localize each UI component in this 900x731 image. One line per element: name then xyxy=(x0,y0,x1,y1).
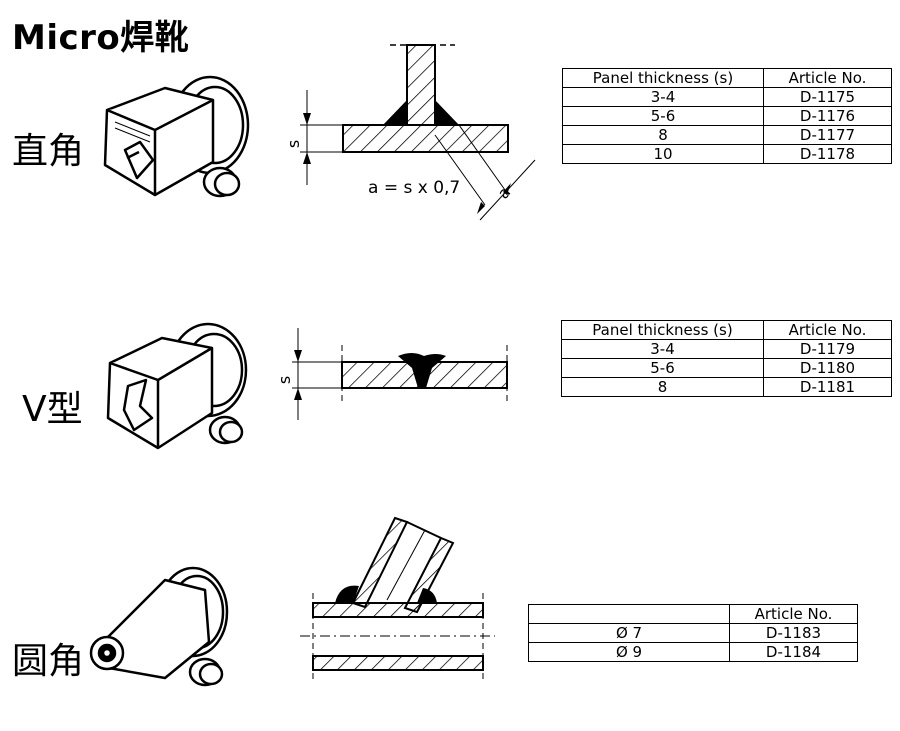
col-header-article-no: Article No. xyxy=(729,604,858,624)
section-label-right-angle: 直角 xyxy=(12,131,85,172)
cell-article: D-1176 xyxy=(763,106,892,126)
table-header-row: Panel thickness (s) Article No. xyxy=(561,320,892,340)
cell-thickness: 8 xyxy=(562,125,764,145)
cell-diameter: Ø 9 xyxy=(528,642,730,662)
right-angle-shoe-illustration xyxy=(103,75,250,198)
round-table: Article No. Ø 7 D-1183 Ø 9 D-1184 xyxy=(528,604,858,662)
table-row: 3-4 D-1179 xyxy=(561,339,892,359)
cell-article: D-1183 xyxy=(729,623,858,643)
cell-thickness: 3-4 xyxy=(562,87,764,107)
table-row: 8 D-1181 xyxy=(561,377,892,397)
col-header-panel-thickness: Panel thickness (s) xyxy=(562,68,764,88)
section-label-v-type: V型 xyxy=(22,389,83,430)
round-shoe-illustration xyxy=(89,566,229,687)
cell-article: D-1181 xyxy=(763,377,892,397)
v-type-table: Panel thickness (s) Article No. 3-4 D-11… xyxy=(561,320,892,397)
cell-thickness: 3-4 xyxy=(561,339,764,359)
col-header-article-no: Article No. xyxy=(763,68,892,88)
round-rod-weld-diagram xyxy=(300,516,495,683)
table-row: Ø 9 D-1184 xyxy=(528,642,858,662)
cell-article: D-1179 xyxy=(763,339,892,359)
fillet-formula: a = s x 0,7 xyxy=(368,178,461,198)
table-row: 8 D-1177 xyxy=(562,125,892,145)
cell-article: D-1180 xyxy=(763,358,892,378)
col-header-article-no: Article No. xyxy=(763,320,892,340)
v-butt-weld-diagram: s xyxy=(280,328,508,420)
table-header-row: Article No. xyxy=(528,604,858,624)
table-row: 3-4 D-1175 xyxy=(562,87,892,107)
table-header-row: Panel thickness (s) Article No. xyxy=(562,68,892,88)
v-type-shoe-illustration xyxy=(106,322,248,450)
section-label-round: 圆角 xyxy=(12,641,85,682)
table-row: 10 D-1178 xyxy=(562,144,892,164)
table-row: 5-6 D-1176 xyxy=(562,106,892,126)
col-header-size xyxy=(528,604,730,624)
cell-article: D-1178 xyxy=(763,144,892,164)
cell-thickness: 5-6 xyxy=(562,106,764,126)
dimension-s-label: s xyxy=(280,376,294,384)
t-joint-fillet-diagram: s a xyxy=(285,44,536,221)
table-row: 5-6 D-1180 xyxy=(561,358,892,378)
cell-diameter: Ø 7 xyxy=(528,623,730,643)
cell-thickness: 5-6 xyxy=(561,358,764,378)
table-row: Ø 7 D-1183 xyxy=(528,623,858,643)
cell-article: D-1184 xyxy=(729,642,858,662)
dimension-s-label: s xyxy=(285,140,303,148)
right-angle-table: Panel thickness (s) Article No. 3-4 D-11… xyxy=(562,68,892,164)
page-title: Micro焊靴 xyxy=(12,18,190,58)
col-header-panel-thickness: Panel thickness (s) xyxy=(561,320,764,340)
cell-article: D-1175 xyxy=(763,87,892,107)
cell-thickness: 10 xyxy=(562,144,764,164)
cell-article: D-1177 xyxy=(763,125,892,145)
cell-thickness: 8 xyxy=(561,377,764,397)
